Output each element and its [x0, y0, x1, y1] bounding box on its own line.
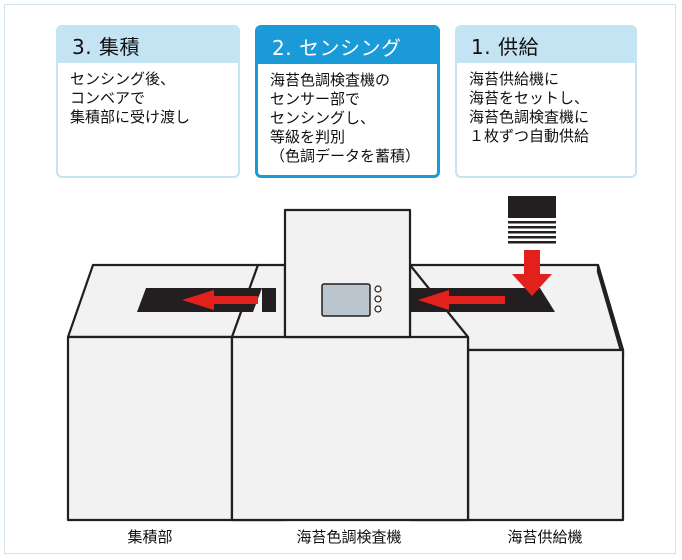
- feeder-front: [466, 348, 625, 522]
- step-description-sensing: 海苔色調検査機の センサー部で センシングし、 等級を判別 （色調データを蓄積）: [258, 64, 437, 166]
- step-line: 等級を判別: [270, 128, 346, 146]
- step-line: 集積部に受け渡し: [70, 108, 191, 126]
- step-line: 海苔色調検査機の: [270, 71, 391, 89]
- step-title-supply: 1. 供給: [457, 27, 635, 63]
- label-feeder: 海苔供給機: [507, 528, 583, 546]
- step-line: センシングし、: [270, 109, 376, 127]
- control-button-3: [374, 305, 382, 313]
- inspector-inlet: [410, 288, 422, 312]
- step-line: 海苔色調検査機に: [469, 108, 590, 126]
- control-button-1: [374, 285, 382, 293]
- step-card-supply: 1. 供給 海苔供給機に 海苔をセットし、 海苔色調検査機に １枚ずつ自動供給: [455, 25, 637, 178]
- stacker-front: [66, 335, 234, 522]
- step-line: コンベアで: [70, 89, 146, 107]
- step-line: 海苔供給機に: [469, 70, 560, 88]
- label-inspector: 海苔色調検査機: [296, 528, 402, 546]
- step-title-stacking: 3. 集積: [58, 27, 238, 63]
- step-line: （色調データを蓄積）: [270, 147, 421, 165]
- inspector-tower: [283, 208, 412, 339]
- step-description-stacking: センシング後、 コンベアで 集積部に受け渡し: [58, 63, 238, 127]
- conveyor-arrow-stacker: [182, 290, 258, 310]
- inspector-front: [230, 335, 470, 522]
- conveyor-arrow-feeder: [418, 290, 505, 310]
- inspector-outlet: [262, 288, 276, 312]
- step-description-supply: 海苔供給機に 海苔をセットし、 海苔色調検査機に １枚ずつ自動供給: [457, 63, 635, 146]
- step-line: センサー部で: [270, 90, 361, 108]
- step-card-stacking: 3. 集積 センシング後、 コンベアで 集積部に受け渡し: [56, 25, 240, 178]
- label-stacker: 集積部: [127, 528, 173, 546]
- step-line: １枚ずつ自動供給: [469, 127, 590, 145]
- control-screen: [321, 283, 371, 317]
- feed-down-arrow: [512, 250, 552, 296]
- nori-sheet-stack: [508, 196, 556, 244]
- step-line: センシング後、: [70, 70, 176, 88]
- step-card-sensing: 2. センシング 海苔色調検査機の センサー部で センシングし、 等級を判別 （…: [255, 25, 440, 178]
- step-title-sensing: 2. センシング: [258, 28, 437, 64]
- step-line: 海苔をセットし、: [469, 89, 590, 107]
- control-button-2: [374, 295, 382, 303]
